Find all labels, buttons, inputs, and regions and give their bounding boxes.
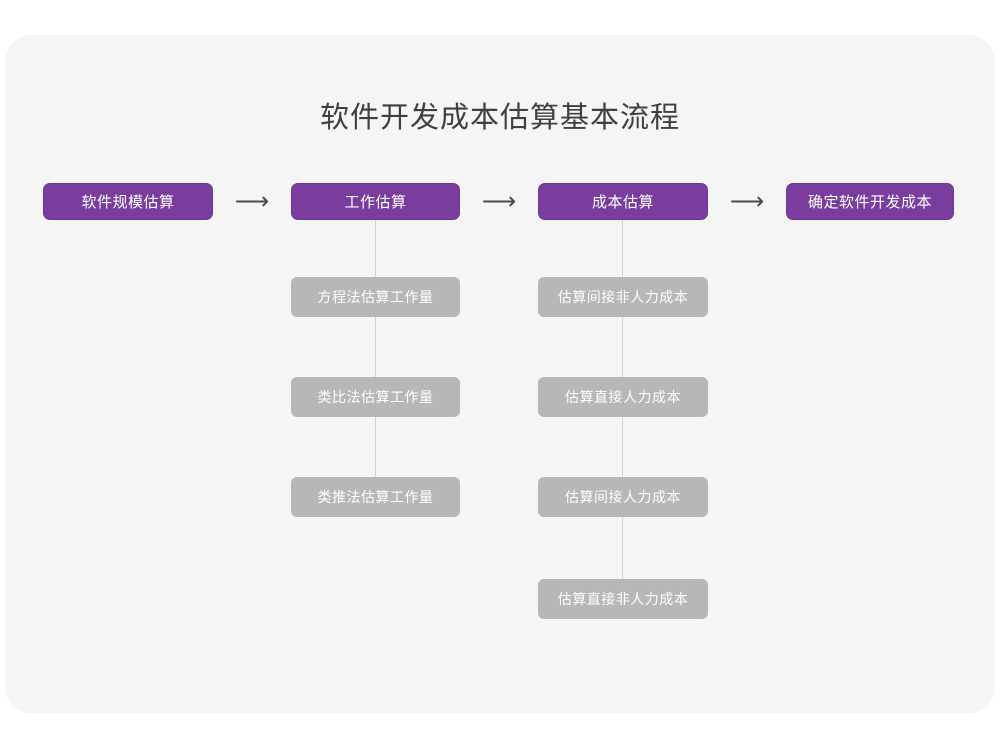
arrow-right-icon-3: ⟶ — [729, 188, 765, 215]
page-title: 软件开发成本估算基本流程 — [319, 102, 680, 134]
arrow-right-icon-1: ⟶ — [234, 188, 270, 215]
sub-node-equation-method[interactable]: 方程法估算工作量 — [291, 277, 460, 317]
sub-node-indirect-non-labor-cost[interactable]: 估算间接非人力成本 — [538, 277, 708, 317]
node-cost-estimation[interactable]: 成本估算 — [538, 183, 708, 220]
connector-line-effort — [375, 220, 376, 480]
sub-node-inference-method[interactable]: 类推法估算工作量 — [291, 477, 460, 517]
node-effort-estimation[interactable]: 工作估算 — [291, 183, 460, 220]
arrow-right-icon-2: ⟶ — [481, 188, 517, 215]
sub-node-direct-non-labor-cost[interactable]: 估算直接非人力成本 — [538, 579, 708, 619]
sub-node-indirect-labor-cost[interactable]: 估算间接人力成本 — [538, 477, 708, 517]
diagram-card — [5, 35, 995, 713]
node-software-size-estimation[interactable]: 软件规模估算 — [43, 183, 213, 220]
sub-node-direct-labor-cost[interactable]: 估算直接人力成本 — [538, 377, 708, 417]
node-determine-development-cost[interactable]: 确定软件开发成本 — [786, 183, 954, 220]
sub-node-analogy-method[interactable]: 类比法估算工作量 — [291, 377, 460, 417]
